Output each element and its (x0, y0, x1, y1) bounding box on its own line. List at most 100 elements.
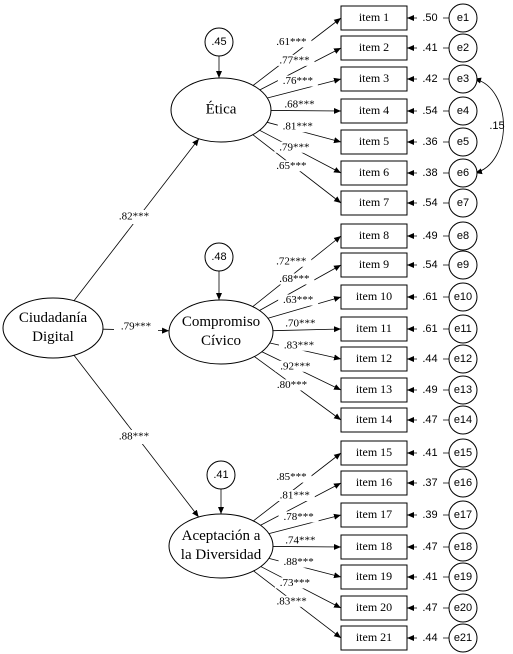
indicator-label: item 6 (359, 165, 389, 179)
indicator-box (340, 223, 408, 249)
factor-loading: .65*** (276, 160, 306, 172)
error-circle (448, 3, 478, 33)
error-label: e4 (457, 105, 469, 117)
first-order-factor (168, 513, 274, 579)
error-var-bg (417, 323, 443, 335)
first-order-factor (170, 77, 272, 143)
error-label: e7 (457, 197, 469, 209)
error-variance: .49 (422, 230, 437, 242)
factor-loading: .68*** (284, 98, 314, 110)
indicator-label: item 16 (356, 475, 392, 489)
factor-label: Aceptación a (182, 528, 261, 544)
error-label: e15 (454, 447, 472, 459)
first-order-factor (168, 299, 274, 365)
path-coef-bg (112, 210, 156, 224)
factor-loading: .78*** (283, 511, 313, 523)
error-circle (448, 282, 478, 312)
error-variance: .54 (422, 259, 437, 271)
label-layer: CiudadaníaDigital.82***Ética.45.61***ite… (19, 10, 505, 644)
error-circle (448, 500, 478, 530)
error-label: e2 (457, 42, 469, 54)
indicator-box (340, 377, 408, 403)
loading-bg (278, 294, 319, 306)
error-label: e3 (457, 73, 469, 85)
error-label: e16 (454, 477, 472, 489)
indicator-box (340, 440, 408, 466)
loading-bg (277, 121, 318, 133)
error-circle (448, 468, 478, 498)
indicator-label: item 20 (356, 600, 392, 614)
error-circle (448, 532, 478, 562)
indicator-box (340, 160, 408, 186)
indicator-label: item 9 (359, 257, 389, 271)
error-label: e6 (457, 167, 469, 179)
indicator-box (340, 595, 408, 621)
factor-loading: .72*** (276, 255, 306, 267)
disturbance-circle (204, 27, 234, 57)
error-circle (448, 375, 478, 405)
error-label: e10 (454, 291, 472, 303)
disturbance-circle (204, 242, 234, 272)
second-order-factor (2, 297, 104, 359)
disturbance-value: .48 (211, 251, 226, 263)
error-label: e1 (457, 12, 469, 24)
indicator-label: item 21 (356, 630, 392, 644)
loading-bg (271, 255, 312, 267)
error-label: e17 (454, 509, 472, 521)
error-label: e5 (457, 136, 469, 148)
error-label: e12 (454, 353, 472, 365)
error-circle (448, 314, 478, 344)
indicator-label: item 18 (356, 539, 392, 553)
error-var-bg (417, 291, 443, 303)
error-circle (448, 127, 478, 157)
error-var-bg (417, 230, 443, 242)
error-circle (448, 33, 478, 63)
error-circle (448, 158, 478, 188)
indicator-box (340, 564, 408, 590)
loading-path (267, 296, 342, 319)
loading-bg (271, 595, 312, 607)
factor-loading: .63*** (283, 294, 313, 306)
indicator-label: item 3 (359, 71, 389, 85)
indicator-label: item 10 (356, 289, 392, 303)
path-coefficient: .79*** (121, 321, 151, 333)
indicator-label: item 15 (356, 445, 392, 459)
error-var-bg (417, 509, 443, 521)
factor-loading: .79*** (279, 141, 309, 153)
indicator-label: item 4 (359, 103, 389, 117)
indicator-box (340, 190, 408, 216)
disturbance-circle (206, 460, 236, 490)
loading-bg (274, 577, 315, 589)
indicator-label: item 5 (359, 134, 389, 148)
loading-path (252, 235, 342, 307)
error-variance: .38 (422, 167, 437, 179)
error-variance: .61 (422, 323, 437, 335)
factor-loading: .92*** (280, 360, 310, 372)
error-circle (448, 96, 478, 126)
error-label: e20 (454, 602, 472, 614)
error-label: e21 (454, 632, 472, 644)
error-label: e14 (454, 414, 472, 426)
indicator-box (340, 5, 408, 31)
error-circle (448, 221, 478, 251)
error-label: e19 (454, 571, 472, 583)
indicator-box (340, 66, 408, 92)
error-circle (448, 405, 478, 435)
path-coef-bg (114, 320, 158, 334)
error-var-bg (417, 447, 443, 459)
loading-bg (275, 360, 316, 372)
error-variance: .44 (422, 632, 437, 644)
path-coef-bg (112, 430, 156, 444)
second-order-label: Digital (32, 329, 74, 345)
factor-loading: .80*** (277, 379, 307, 391)
error-variance: .41 (422, 42, 437, 54)
loading-path (267, 77, 342, 99)
loading-bg (271, 36, 312, 48)
factor-loading: .76*** (283, 75, 313, 87)
loading-path (259, 47, 342, 91)
error-var-bg (417, 105, 443, 117)
error-label: e11 (454, 323, 472, 335)
factor-loading: .88*** (283, 556, 313, 568)
path-coefficient: .88*** (119, 431, 149, 443)
error-variance: .49 (422, 384, 437, 396)
